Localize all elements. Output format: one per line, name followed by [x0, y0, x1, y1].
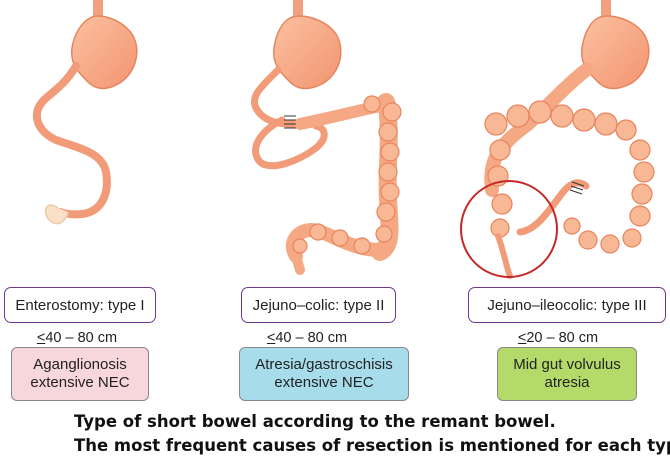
type-2-bowel [251, 0, 402, 275]
type-1-length-prefix: < [36, 330, 46, 346]
type-2-length-value: 40 – 80 cm [275, 330, 348, 346]
type-3-length-value: 20 – 80 cm [526, 330, 599, 346]
highlight-circle [460, 180, 558, 278]
type-3-cause: Mid gut volvulus atresia [497, 347, 637, 401]
type-3-label: Jejuno–ileocolic: type III [468, 287, 666, 323]
type-1-cause-line-2: extensive NEC [30, 374, 130, 391]
type-2-length-prefix: < [266, 330, 276, 346]
caption-line-1: Type of short bowel according to the rem… [74, 412, 556, 431]
type-3-bowel [460, 0, 655, 279]
type-2-cause-line-2: extensive NEC [274, 374, 374, 391]
bowel-illustration [32, 0, 655, 279]
type-3-length: <20 – 80 cm [493, 330, 623, 346]
type-2-label: Jejuno–colic: type II [241, 287, 396, 323]
caption-line-2: The most frequent causes of resection is… [74, 436, 670, 455]
type-1-label: Enterostomy: type I [4, 287, 156, 323]
type-3-cause-line-1: Mid gut volvulus [513, 356, 621, 373]
type-3-length-prefix: < [517, 330, 527, 346]
type-1-length-value: 40 – 80 cm [45, 330, 118, 346]
type-1-bowel [32, 0, 138, 225]
type-2-cause: Atresia/gastroschisis extensive NEC [239, 347, 409, 401]
type-1-length: <40 – 80 cm [12, 330, 142, 346]
type-2-length: <40 – 80 cm [242, 330, 372, 346]
type-3-cause-line-2: atresia [544, 374, 590, 391]
type-2-cause-line-1: Atresia/gastroschisis [255, 356, 393, 373]
type-1-cause: Aganglionosis extensive NEC [11, 347, 149, 401]
type-1-cause-line-1: Aganglionosis [33, 356, 127, 373]
